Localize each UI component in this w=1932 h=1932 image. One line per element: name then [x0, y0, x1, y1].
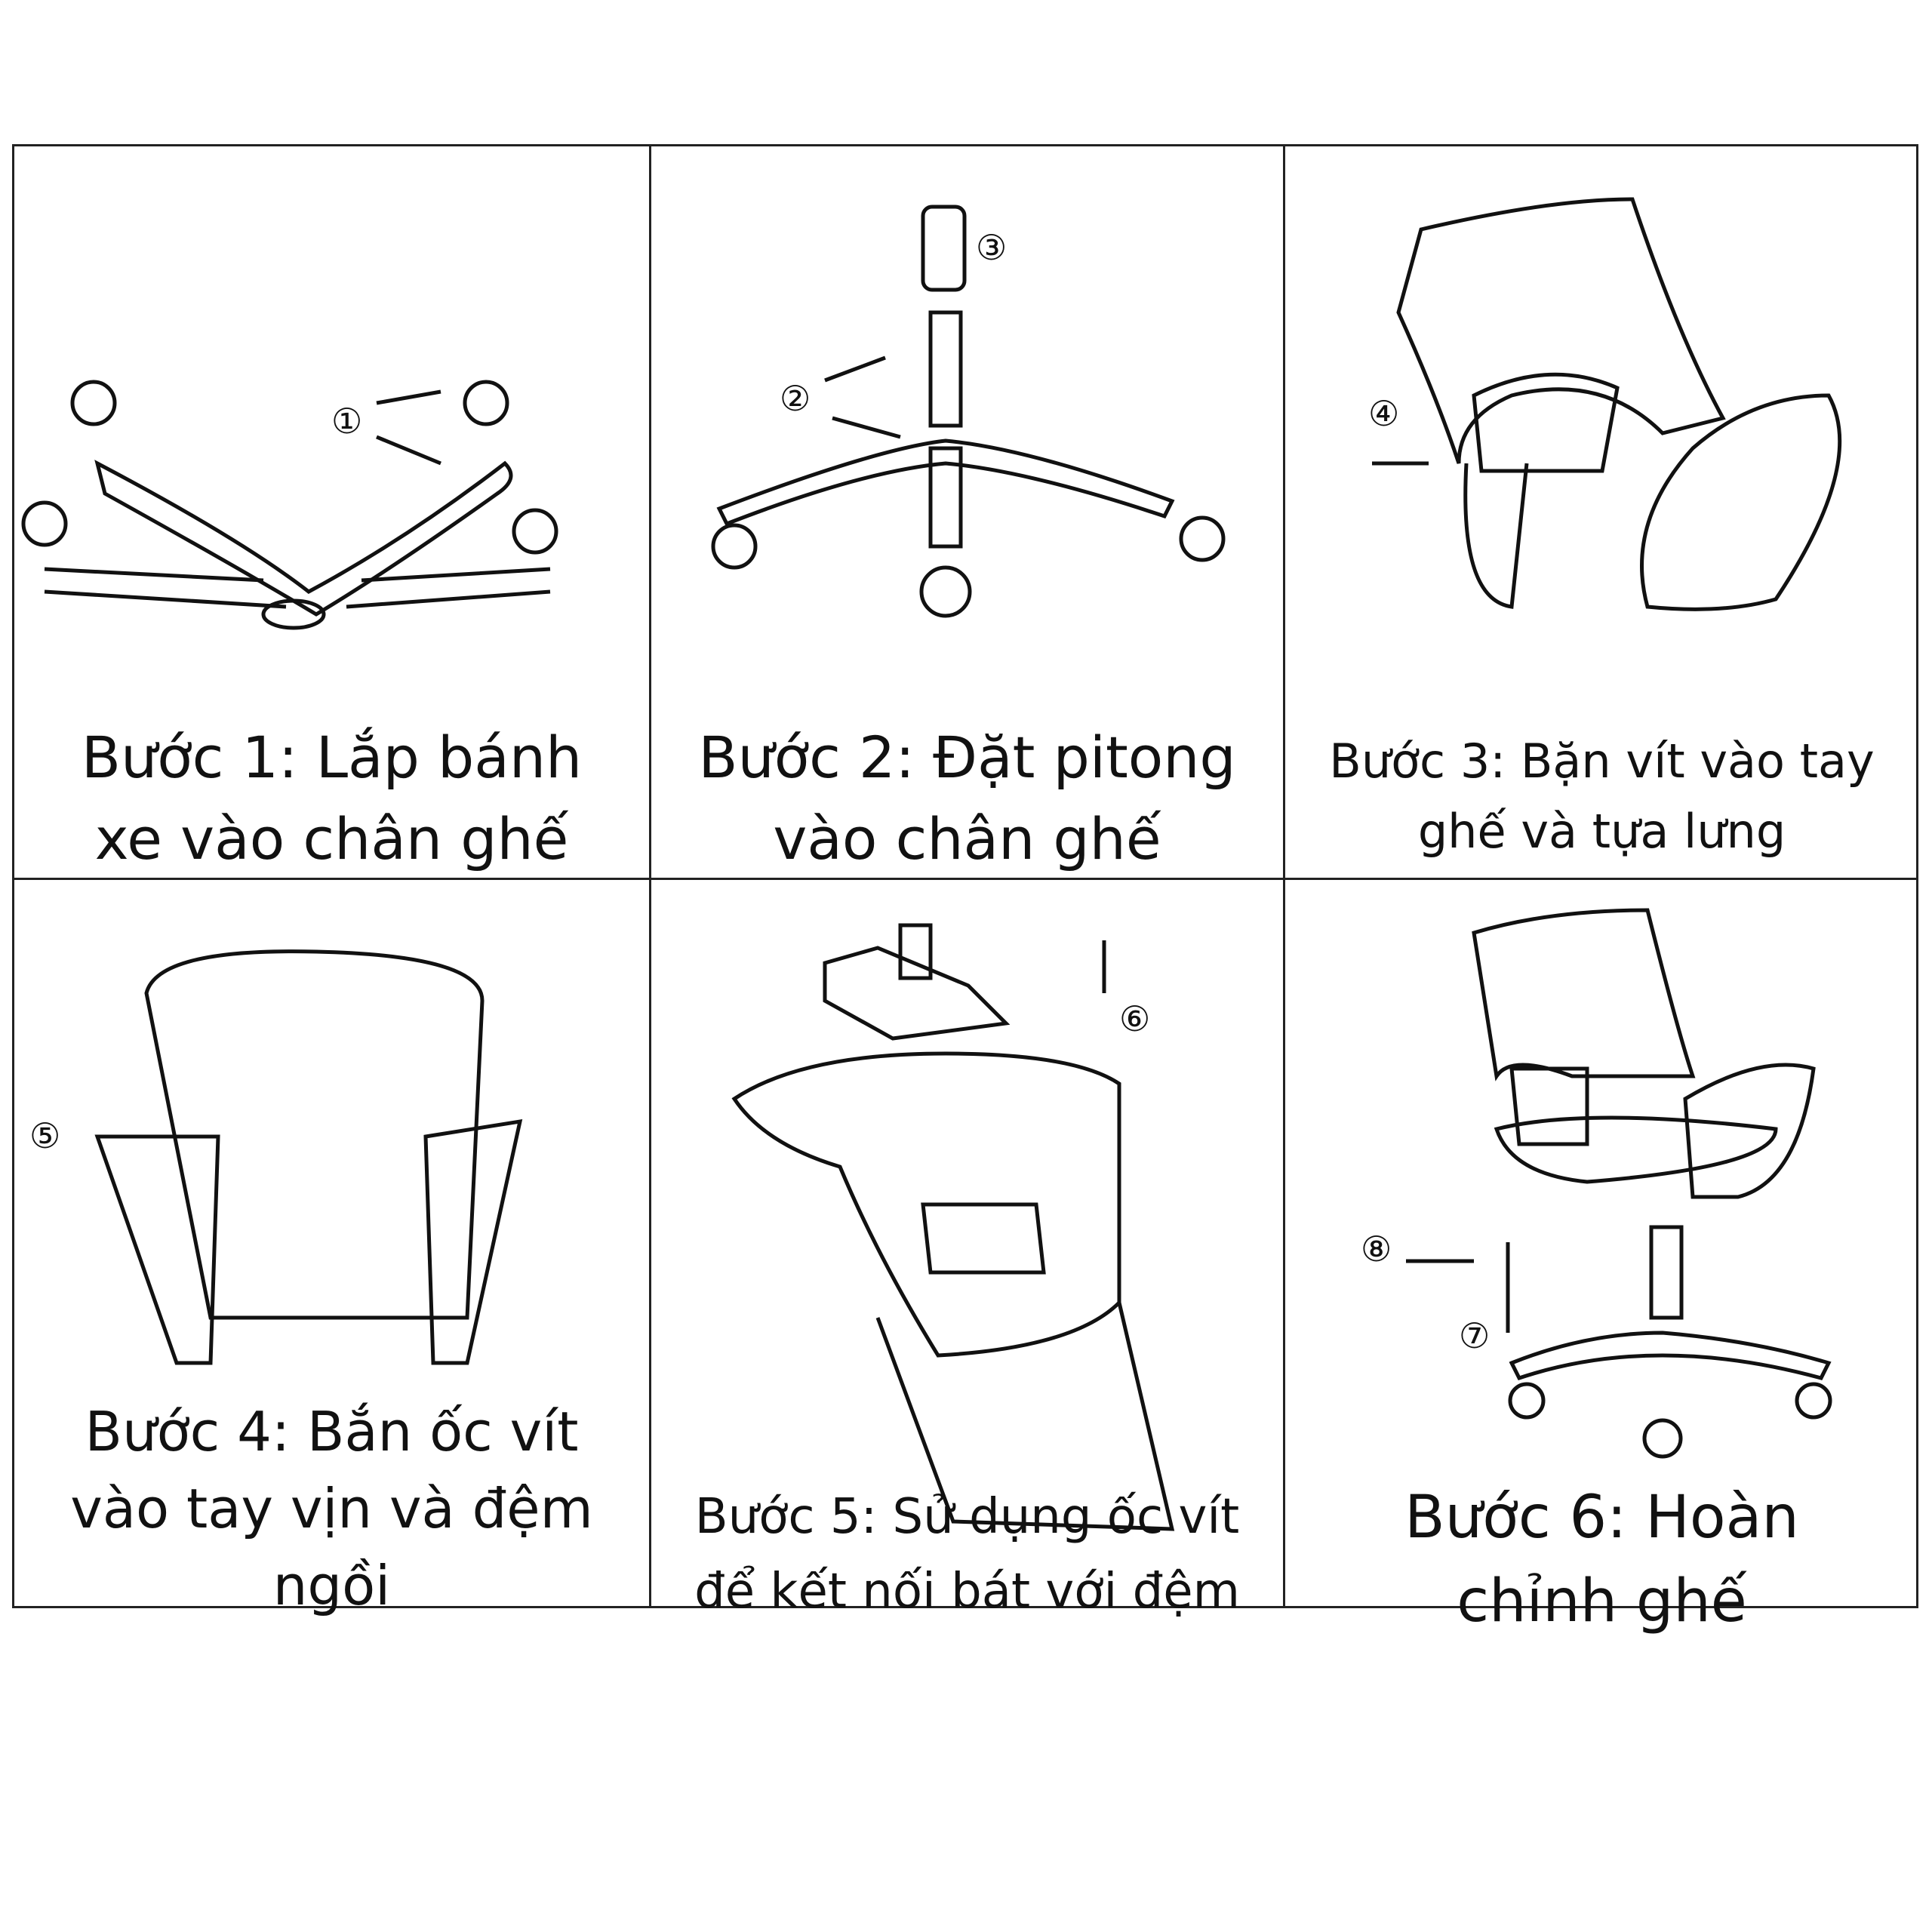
completed-chair-illustration: ⑦ ⑧: [1361, 908, 1832, 1459]
step-2-panel: ② ③ Bước 2: Đặt pitong vào chân ghế: [651, 146, 1283, 878]
caption-line: vào tay vịn và đệm: [70, 1477, 593, 1541]
callout-6: ⑥: [1119, 998, 1150, 1039]
caption-line: Bước 4: Bắn ốc vít: [85, 1400, 579, 1463]
step-5-caption: Bước 5: Sử dụng ốc vít để kết nối bát vớ…: [651, 1480, 1283, 1629]
backrest-armrest-illustration: ④: [1368, 197, 1842, 611]
callout-8: ⑧: [1361, 1229, 1392, 1269]
caption-line: chỉnh ghế: [1457, 1567, 1747, 1635]
caption-line: để kết nối bát với đệm: [694, 1564, 1240, 1620]
step-5-panel: ⑥ Bước 5: Sử dụng ốc vít để kết nối bát …: [651, 880, 1283, 1620]
step-3-caption: Bước 3: Bặn vít vào tay ghế và tựa lưng: [1285, 726, 1918, 866]
step-1-caption: Bước 1: Lắp bánh xe vào chân ghế: [14, 717, 649, 880]
callout-3: ③: [976, 227, 1007, 268]
caption-line: xe vào chân ghế: [94, 804, 569, 872]
callout-2: ②: [780, 378, 811, 419]
seat-armrest-illustration: ⑤: [29, 949, 523, 1365]
caption-line: ghế và tựa lưng: [1417, 804, 1786, 859]
step-4-caption: Bước 4: Bắn ốc vít vào tay vịn và đệm ng…: [14, 1393, 649, 1625]
step-2-caption: Bước 2: Đặt pitong vào chân ghế: [651, 717, 1283, 880]
assembly-steps-grid: ① Bước 1: Lắp bánh xe vào chân ghế ② ③ B…: [12, 144, 1918, 1635]
callout-7: ⑦: [1459, 1315, 1490, 1356]
callout-5: ⑤: [29, 1115, 60, 1156]
chair-base-wheels-illustration: ①: [21, 380, 558, 630]
caption-line: Bước 1: Lắp bánh: [81, 724, 583, 791]
caption-line: Bước 6: Hoàn: [1404, 1484, 1799, 1552]
callout-4: ④: [1368, 393, 1399, 434]
caption-line: ngồi: [272, 1554, 391, 1618]
mechanism-seat-illustration: ⑥: [731, 923, 1175, 1531]
step-6-caption: Bước 6: Hoàn chỉnh ghế: [1285, 1476, 1918, 1644]
divider: [14, 878, 1916, 880]
step-4-panel: ⑤ Bước 4: Bắn ốc vít vào tay vịn và đệm …: [14, 880, 649, 1617]
caption-line: vào chân ghế: [773, 804, 1161, 872]
callout-1: ①: [331, 401, 362, 441]
caption-line: Bước 5: Sử dụng ốc vít: [694, 1489, 1240, 1545]
step-3-panel: ④ Bước 3: Bặn vít vào tay ghế và tựa lưn…: [1285, 146, 1918, 878]
divider: [649, 146, 651, 1606]
divider: [1283, 146, 1285, 1606]
step-1-panel: ① Bước 1: Lắp bánh xe vào chân ghế: [14, 146, 649, 878]
piston-base-illustration: ② ③: [711, 205, 1226, 618]
caption-line: Bước 3: Bặn vít vào tay: [1329, 734, 1875, 789]
caption-line: Bước 2: Đặt pitong: [698, 724, 1236, 791]
step-6-panel: ⑦ ⑧ Bước 6: Hoàn chỉnh ghế: [1285, 880, 1918, 1635]
